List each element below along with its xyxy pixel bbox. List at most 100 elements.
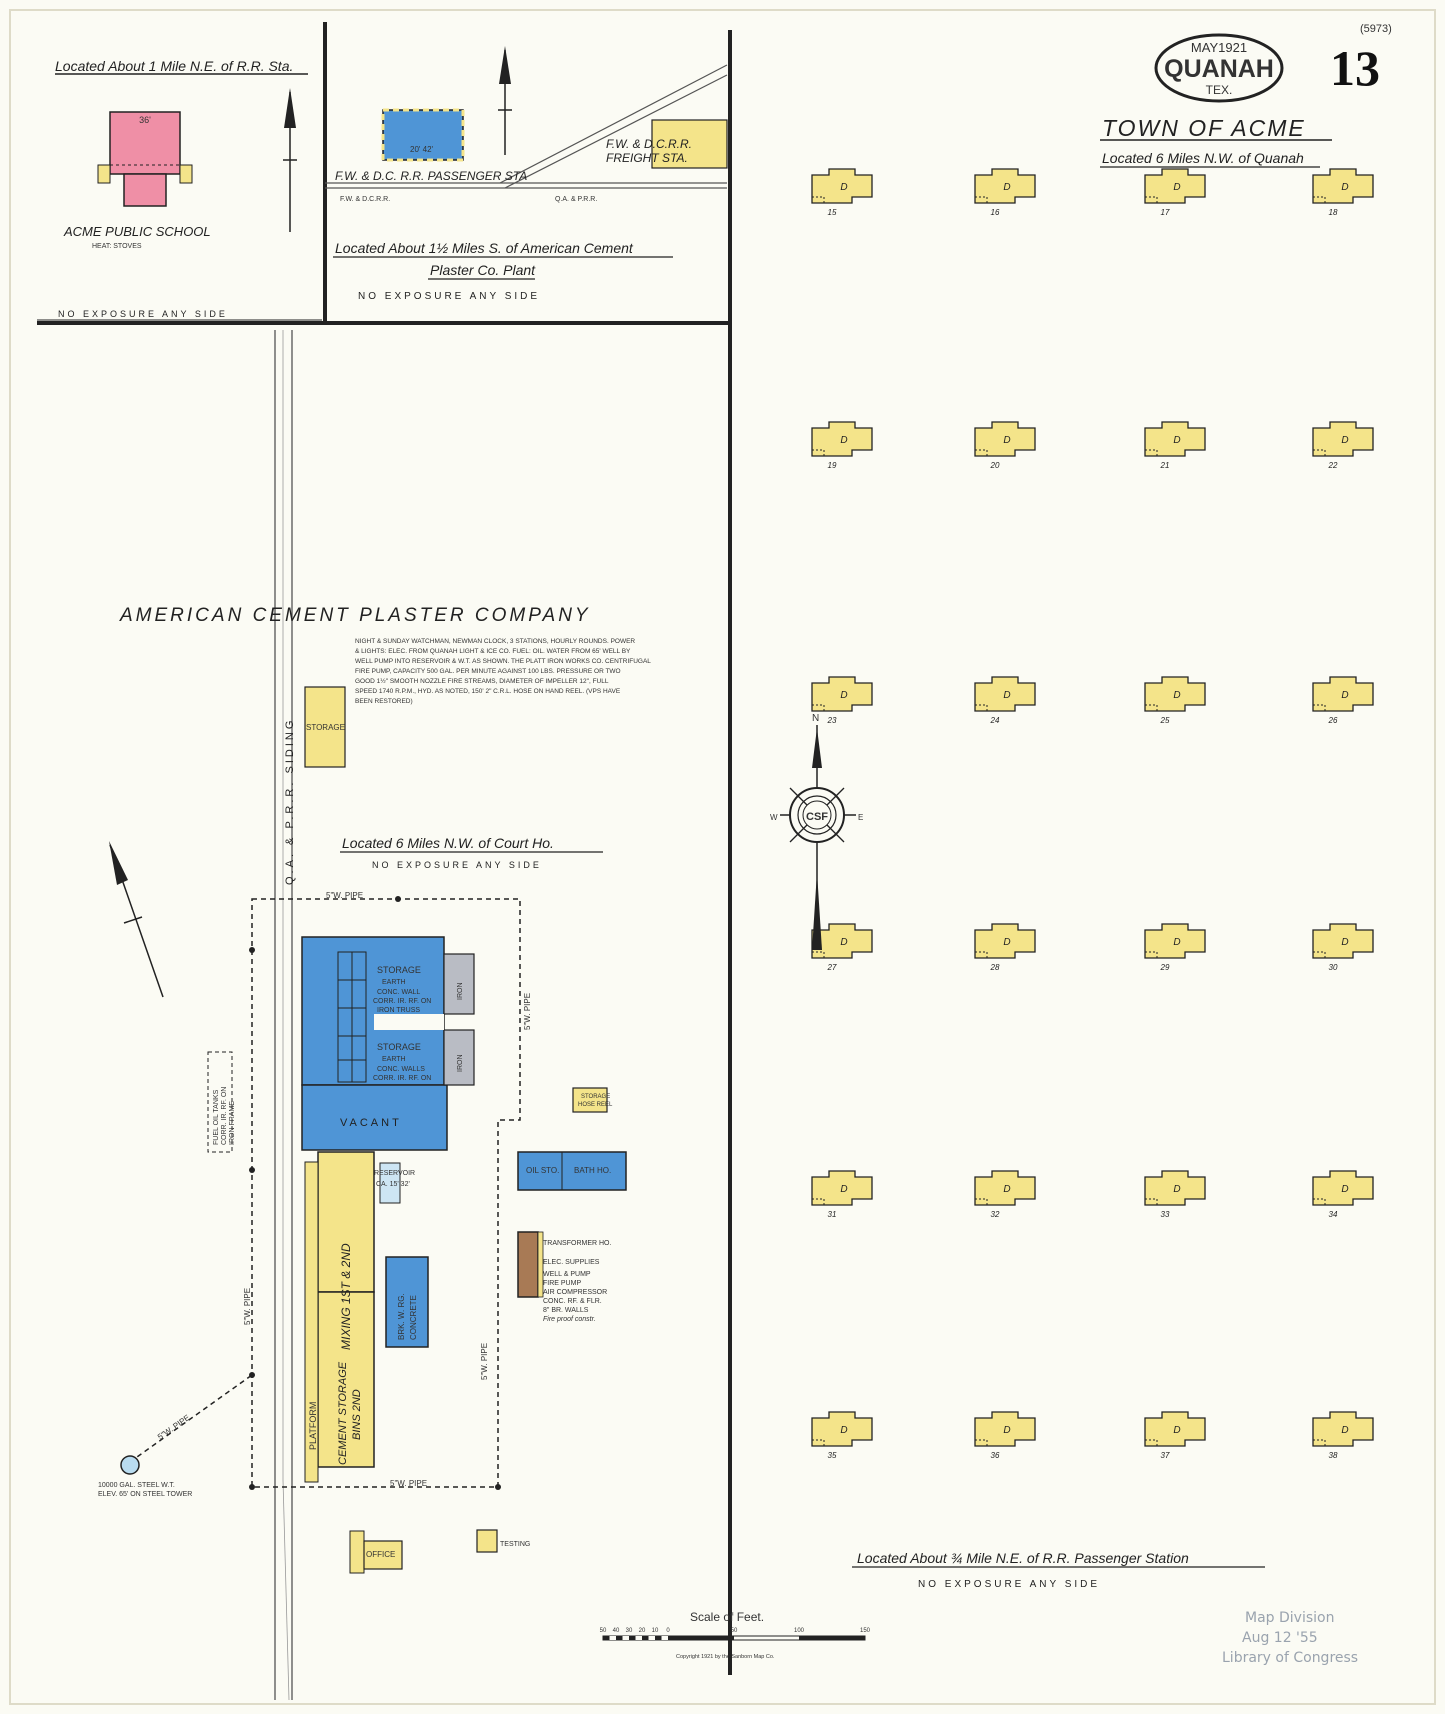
- dwelling-22: D22: [1312, 421, 1374, 470]
- dwelling-label: D: [1341, 1184, 1348, 1195]
- dwelling-label: D: [1173, 937, 1180, 948]
- freight-station-label-2: FREIGHT STA.: [606, 151, 688, 165]
- testing-building: [476, 1529, 498, 1553]
- dwelling-label: D: [1003, 1184, 1010, 1195]
- dwelling-number: 28: [990, 963, 1000, 972]
- dwelling-number: 26: [1328, 716, 1338, 725]
- library-stamp: Map Division Aug 12 '55 Library of Congr…: [1222, 1610, 1358, 1666]
- plant-note-line: SPEED 1740 R.P.M., HYD. AS NOTED, 150' 2…: [355, 688, 621, 695]
- iron-label-1: IRON: [457, 983, 464, 1001]
- dwelling-33: D33: [1144, 1170, 1206, 1219]
- vacant-label: VACANT: [340, 1117, 402, 1129]
- compass-emblem: CSF: [806, 811, 828, 823]
- dwelling-label: D: [1003, 937, 1010, 948]
- oil-sto-label: OIL STO.: [526, 1166, 559, 1175]
- stamp-line-3: Library of Congress: [1222, 1650, 1358, 1666]
- scale-tick-label: 0: [666, 1628, 670, 1634]
- dwelling-17: D17: [1144, 168, 1206, 217]
- plant-title: AMERICAN CEMENT PLASTER COMPANY: [119, 605, 591, 626]
- station-located-1: Located About 1½ Miles S. of American Ce…: [335, 240, 634, 256]
- water-pipe-loop: [129, 898, 521, 1488]
- plant-note-line: & LIGHTS: ELEC. FROM QUANAH LIGHT & ICE …: [355, 648, 631, 655]
- plant-panel: Q.A. & P.R.R. SIDING AMERICAN CEMENT PLA…: [98, 330, 651, 1701]
- dwelling-label: D: [1173, 435, 1180, 446]
- dwelling-number: 20: [990, 461, 1000, 470]
- compass-n: N: [812, 713, 819, 724]
- city-badge: [1154, 33, 1284, 103]
- dwelling-label: D: [1341, 690, 1348, 701]
- storage1-l3: CONC. WALL: [377, 989, 420, 996]
- dwelling-label: D: [1173, 182, 1180, 193]
- dwelling-15: D15: [811, 168, 873, 217]
- dwelling-label: D: [1173, 1425, 1180, 1436]
- storage2-l4: CORR. IR. RF. ON: [373, 1075, 431, 1082]
- dwelling-number: 24: [990, 716, 1000, 725]
- freight-station-label-1: F.W. & D.C.R.R.: [606, 137, 692, 151]
- bath-ho-label: BATH HO.: [574, 1166, 611, 1175]
- dwelling-number: 30: [1329, 963, 1338, 972]
- transformer-label: TRANSFORMER HO.: [543, 1240, 612, 1247]
- scale-tick-label: 40: [613, 1628, 620, 1634]
- storage-hose-l1: STORAGE: [581, 1094, 610, 1100]
- pipe-label-bottom: 5"W. PIPE: [390, 1479, 427, 1488]
- dwelling-23: D23: [811, 676, 873, 725]
- school-panel: Located About 1 Mile N.E. of R.R. Sta. 3…: [37, 58, 322, 321]
- dwelling-grid: D15D16D17D18D19D20D21D22D23D24D25D26D27D…: [811, 168, 1374, 1460]
- office-building: OFFICE: [349, 1530, 403, 1574]
- storage1-l5: IRON TRUSS: [377, 1007, 420, 1014]
- dwelling-27: D27: [811, 923, 873, 972]
- dwelling-28: D 28: [974, 923, 1036, 972]
- office-label: OFFICE: [366, 1550, 395, 1559]
- well-note-line: AIR COMPRESSOR: [543, 1289, 607, 1296]
- copyright: Copyright 1921 by the Sanborn Map Co.: [676, 1654, 775, 1660]
- dwelling-label: D: [840, 435, 847, 446]
- badge-state: TEX.: [1206, 83, 1233, 97]
- north-arrow-station: [498, 46, 512, 155]
- stamp-line-1: Map Division: [1245, 1610, 1334, 1626]
- well-note-line: Fire proof constr.: [543, 1316, 596, 1323]
- dwelling-number: 29: [1160, 963, 1170, 972]
- header: MAY1921 QUANAH TEX. 13 (5973): [1154, 23, 1392, 103]
- cement-storage-l1: CEMENT STORAGE: [337, 1361, 349, 1465]
- dwelling-37: D37: [1144, 1411, 1206, 1460]
- scale-tick-label: 50: [600, 1628, 607, 1634]
- scale-tick-label: 100: [794, 1628, 805, 1634]
- reservoir-l1: RESERVOIR: [374, 1170, 415, 1177]
- plant-note-line: WELL PUMP INTO RESERVOIR & W.T. AS SHOWN…: [355, 658, 651, 665]
- reservoir-l2: CA. 15' 32': [376, 1181, 410, 1188]
- dwelling-29: D 29: [1144, 923, 1206, 972]
- plant-located: Located 6 Miles N.W. of Court Ho.: [342, 835, 554, 851]
- dwelling-label: D: [1003, 690, 1010, 701]
- pipe-label-right: 5"W. PIPE: [523, 993, 532, 1030]
- storage-hose-l2: HOSE REEL: [578, 1102, 613, 1108]
- dwelling-35: D35: [811, 1411, 873, 1460]
- dwelling-30: D30: [1312, 923, 1374, 972]
- reservoir: [379, 1162, 401, 1204]
- railroad-tracks: [325, 64, 728, 189]
- dwelling-label: D: [1003, 182, 1010, 193]
- dwelling-24: D 24: [974, 676, 1036, 725]
- dwelling-number: 18: [1329, 208, 1338, 217]
- dwelling-36: D36: [974, 1411, 1036, 1460]
- station-exposure: NO EXPOSURE ANY SIDE: [358, 291, 540, 302]
- dwelling-18: D18: [1312, 168, 1374, 217]
- dwelling-number: 22: [1328, 461, 1338, 470]
- scale-tick-label: 150: [860, 1628, 871, 1634]
- dwelling-number: 33: [1161, 1210, 1170, 1219]
- storage-shed-label: STORAGE: [306, 723, 345, 732]
- elec-supplies-label: ELEC. SUPPLIES: [543, 1259, 600, 1266]
- dwelling-number: 25: [1160, 716, 1170, 725]
- passenger-station-label: F.W. & D.C. R.R. PASSENGER STA: [335, 169, 527, 183]
- scale-tick-label: 30: [626, 1628, 633, 1634]
- panel-frame: [37, 22, 732, 1675]
- station-dim: 20' 42': [410, 145, 434, 154]
- dwelling-16: D16: [974, 168, 1036, 217]
- dwelling-19: D19: [811, 421, 873, 470]
- stamp-line-2: Aug 12 '55: [1242, 1630, 1318, 1646]
- well-note-line: FIRE PUMP: [543, 1280, 581, 1287]
- fuel-oil-l1: FUEL OIL TANKS: [213, 1089, 220, 1145]
- dwelling-number: 31: [828, 1210, 837, 1219]
- badge-date: MAY1921: [1191, 40, 1247, 55]
